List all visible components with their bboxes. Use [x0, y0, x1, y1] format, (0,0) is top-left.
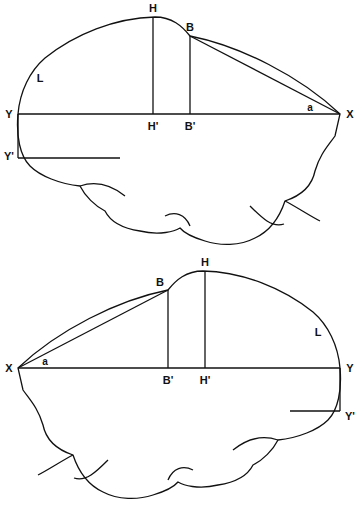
measure-lines — [18, 17, 340, 158]
point-label: H' — [200, 374, 211, 387]
measure-lines — [18, 271, 340, 411]
point-label: L — [37, 72, 44, 85]
point-label: B — [186, 21, 194, 34]
point-label: Y — [346, 362, 353, 375]
point-label: Y' — [345, 410, 355, 423]
point-label: a — [307, 102, 313, 113]
point-label: Y — [5, 108, 12, 121]
point-label: X — [5, 362, 12, 375]
point-label: Y' — [4, 150, 14, 163]
brain-outline — [18, 271, 341, 498]
point-label: H' — [148, 120, 159, 133]
point-label: X — [346, 108, 353, 121]
point-label: a — [42, 356, 48, 367]
point-label: B — [156, 276, 164, 289]
brain-outline — [18, 17, 341, 244]
point-label: B' — [163, 374, 174, 387]
point-label: B' — [185, 120, 196, 133]
point-label: L — [315, 326, 322, 339]
point-label: H — [149, 2, 157, 15]
point-label: H — [201, 256, 209, 269]
